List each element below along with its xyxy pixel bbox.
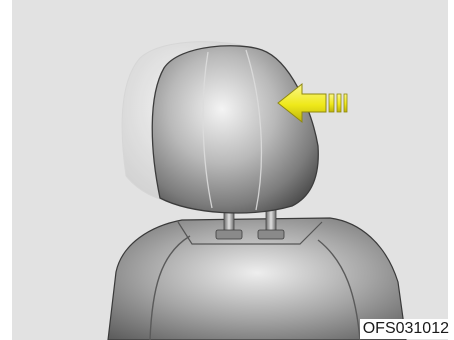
- figure-code-label: OFS031012: [360, 319, 452, 339]
- headrest: [152, 46, 318, 213]
